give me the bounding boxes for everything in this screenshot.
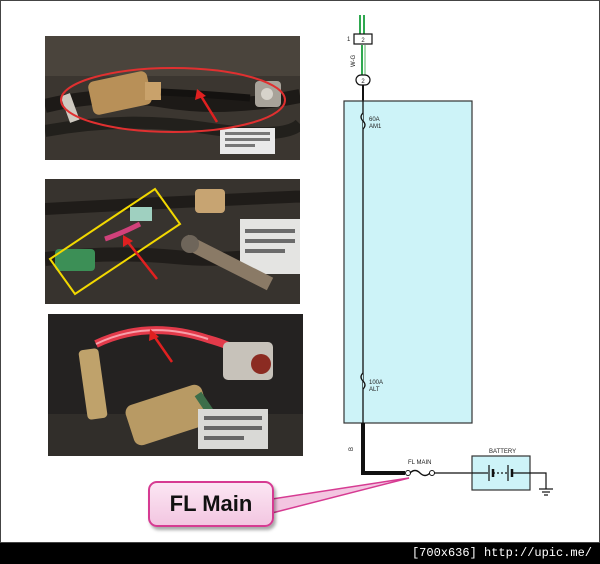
fuse-60a-name: AM1: [369, 124, 382, 130]
main-wire-color-label: B: [349, 447, 355, 451]
callout-text: FL Main: [169, 491, 253, 516]
engine-photo-bottom: [48, 314, 303, 456]
main-black-wire: [361, 423, 405, 475]
top-green-wire: [359, 15, 366, 75]
fuse-60a-symbol: [360, 112, 366, 130]
fl-main-callout: FL Main: [148, 481, 274, 527]
engine-photo-middle: [45, 179, 300, 304]
battery-label: BATTERY: [489, 449, 516, 455]
callout-pointer: [271, 477, 410, 514]
image-canvas: 2 1 W-G 2 60A AM1 100A ALT B FL MAIN BAT…: [0, 0, 600, 543]
ground-icon: [530, 472, 553, 496]
wiring-diagram: 2 1 W-G 2 60A AM1 100A ALT B FL MAIN BAT…: [271, 15, 553, 514]
fusible-link-symbol: [405, 469, 435, 477]
top-connector: [353, 33, 373, 45]
top-wire-color-label: W-G: [351, 54, 357, 67]
bottom-connector-pin: 2: [361, 79, 365, 85]
fuse-100a-symbol: [360, 372, 366, 390]
fuse-60a-amp: 60A: [369, 117, 380, 123]
watermark-text: [700x636] http://upic.me/: [411, 546, 592, 560]
top-connector-label: 1: [347, 37, 351, 43]
fuse-100a-name: ALT: [369, 387, 380, 393]
fusible-link-label: FL MAIN: [408, 460, 431, 466]
engine-photo-top: [45, 36, 300, 160]
fuse-100a-amp: 100A: [369, 380, 383, 386]
battery-cells-symbol: [472, 465, 530, 481]
top-connector-pin: 2: [361, 38, 365, 44]
watermark-bar: [700x636] http://upic.me/: [0, 543, 600, 564]
fuse-box: [343, 100, 473, 424]
